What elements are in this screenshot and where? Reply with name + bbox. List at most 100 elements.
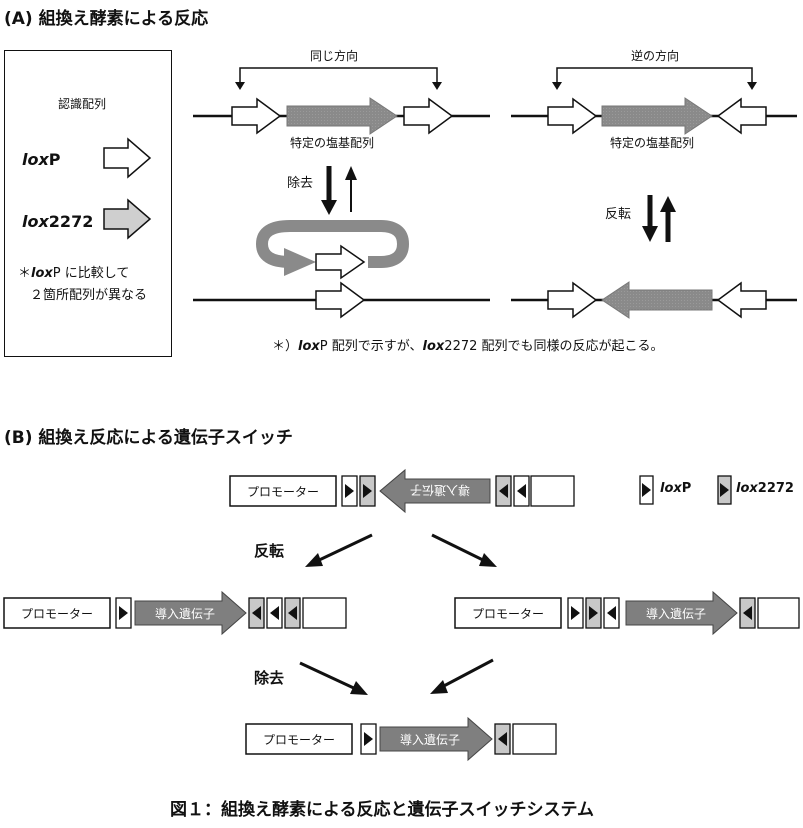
legend-note-italic: lox xyxy=(31,266,53,281)
promoter-box-left xyxy=(3,597,111,629)
lox2272-top-2-tri xyxy=(499,484,508,498)
loxp-reverse-left xyxy=(547,97,598,135)
loxp-top-2-tri xyxy=(517,484,526,498)
end-box-right xyxy=(757,597,800,629)
gene-right-label: 導入遺伝子 xyxy=(645,606,706,621)
legend-b-loxp-italic: lox xyxy=(660,481,682,496)
section-a-title: (A) 組換え酵素による反応 xyxy=(4,9,209,29)
end-box-top xyxy=(530,475,575,507)
promoter-right-label: プロモーター xyxy=(471,606,544,621)
legend-b-lox2272-tri xyxy=(720,483,729,497)
reverse-bracket-arrowhead-left xyxy=(552,82,562,90)
same-direction-bracket xyxy=(239,67,438,86)
legend-b-loxp-rest: P xyxy=(681,481,692,496)
legend-note-rest: P に比較して xyxy=(52,266,130,281)
legend-loxp-italic: lox xyxy=(22,150,49,169)
specific-seq-left-label: 特定の塩基配列 xyxy=(290,136,375,150)
reverse-bracket-arrowhead-right xyxy=(747,82,757,90)
arrow-to-right xyxy=(431,533,488,564)
legend-b-lox2272-rest: 2272 xyxy=(757,481,794,496)
legend-lox2272-italic: lox xyxy=(22,212,49,231)
legend-b-loxp-tri xyxy=(642,483,651,497)
inversion-label-b: 反転 xyxy=(254,542,285,560)
lox2272-bottom-1-tri xyxy=(498,732,507,746)
loxp-circle xyxy=(315,244,366,280)
loxp-right-1-tri xyxy=(571,606,580,620)
arrowhead-to-left xyxy=(305,553,323,567)
inversion-arrowhead-down xyxy=(642,226,658,242)
figure-caption: 図１：組換え酵素による反応と遺伝子スイッチシステム xyxy=(170,800,594,820)
inversion-arrowhead-up xyxy=(660,196,676,212)
legend-loxp-label: loxP xyxy=(22,150,61,169)
removal-label-b: 除去 xyxy=(254,669,285,687)
inversion-label-a: 反転 xyxy=(605,207,632,222)
lox2272-right-1-tri xyxy=(589,606,598,620)
end-box-bottom xyxy=(512,723,557,755)
arrow-to-left xyxy=(314,533,373,564)
legend-b-lox2272-italic: lox xyxy=(736,481,758,496)
same-direction-label: 同じ方向 xyxy=(310,49,359,63)
lox2272-left-2-tri xyxy=(288,606,297,620)
loxp-same-right xyxy=(403,97,454,135)
end-box-left xyxy=(302,597,347,629)
loxp-left-2-tri xyxy=(270,606,279,620)
gene-top-label: 導入遺伝子 xyxy=(410,483,471,498)
section-b-title: (B) 組換え反応による遺伝子スイッチ xyxy=(4,428,293,448)
legend-loxp-arrow xyxy=(103,137,152,179)
loxp-top-1-tri xyxy=(345,484,354,498)
gene-arrow-bottom xyxy=(379,716,493,762)
excised-circle xyxy=(255,220,410,268)
promoter-box-bottom xyxy=(245,723,353,755)
excised-circle-arrowhead xyxy=(284,248,316,276)
loxp-remaining xyxy=(315,281,366,319)
legend-note-line2: ２箇所配列が異なる xyxy=(30,288,148,303)
reverse-direction-label: 逆の方向 xyxy=(631,49,680,63)
loxp-inverted-right xyxy=(716,281,767,319)
gene-arrow-same xyxy=(286,97,398,135)
promoter-box-right xyxy=(454,597,562,629)
legend-note-line1: ＊loxP に比較して xyxy=(18,262,129,281)
gene-arrow-top xyxy=(379,468,491,514)
legend-loxp-rest: P xyxy=(48,150,61,169)
lox2272-right-2-tri xyxy=(743,606,752,620)
promoter-left-label: プロモーター xyxy=(20,606,93,621)
lox2272-left-1-tri xyxy=(252,606,261,620)
arrowhead-right-to-bottom xyxy=(430,680,448,694)
gene-bottom-label: 導入遺伝子 xyxy=(399,732,460,747)
footnote-a: ＊）loxP 配列で示すが、lox2272 配列でも同様の反応が起こる。 xyxy=(272,335,664,354)
footnote-lox2272-rest: 2272 配列でも同様の反応が起こる。 xyxy=(444,339,664,354)
loxp-bottom-1-tri xyxy=(364,732,373,746)
promoter-box-top xyxy=(229,475,337,507)
legend-lox2272-arrow xyxy=(103,198,152,240)
loxp-left-1-tri xyxy=(119,606,128,620)
loxp-right-2-tri xyxy=(607,606,616,620)
legend-lox2272-rest: 2272 xyxy=(48,212,94,231)
legend-b-lox2272-label: lox2272 xyxy=(736,481,794,496)
loxp-inverted-left xyxy=(547,281,598,319)
removal-arrowhead-up xyxy=(345,166,357,180)
gene-arrow-inverted xyxy=(601,281,713,319)
legend-lox2272-label: lox2272 xyxy=(22,212,93,231)
arrow-right-to-bottom xyxy=(439,658,494,690)
gene-arrow-right xyxy=(625,590,738,636)
legend-box xyxy=(4,50,172,357)
promoter-bottom-label: プロモーター xyxy=(262,732,335,747)
gene-arrow-reverse xyxy=(601,97,713,135)
same-bracket-arrowhead-right xyxy=(432,82,442,90)
same-bracket-arrowhead-left xyxy=(235,82,245,90)
loxp-same-left xyxy=(231,97,282,135)
lox2272-top-1-tri xyxy=(363,484,372,498)
removal-arrowhead-down xyxy=(321,200,337,215)
arrow-left-to-bottom xyxy=(299,661,359,692)
arrowhead-left-to-bottom xyxy=(350,681,368,695)
footnote-loxp-rest: P 配列で示すが、 xyxy=(319,339,423,354)
promoter-top-label: プロモーター xyxy=(246,484,319,499)
specific-seq-right-label: 特定の塩基配列 xyxy=(610,136,695,150)
legend-b-loxp-label: loxP xyxy=(660,481,691,496)
gene-left-label: 導入遺伝子 xyxy=(154,606,215,621)
footnote-prefix: ＊） xyxy=(272,339,299,354)
loxp-reverse-right xyxy=(716,97,767,135)
footnote-lox2272-italic: lox xyxy=(422,339,445,354)
removal-label-a: 除去 xyxy=(287,176,314,191)
